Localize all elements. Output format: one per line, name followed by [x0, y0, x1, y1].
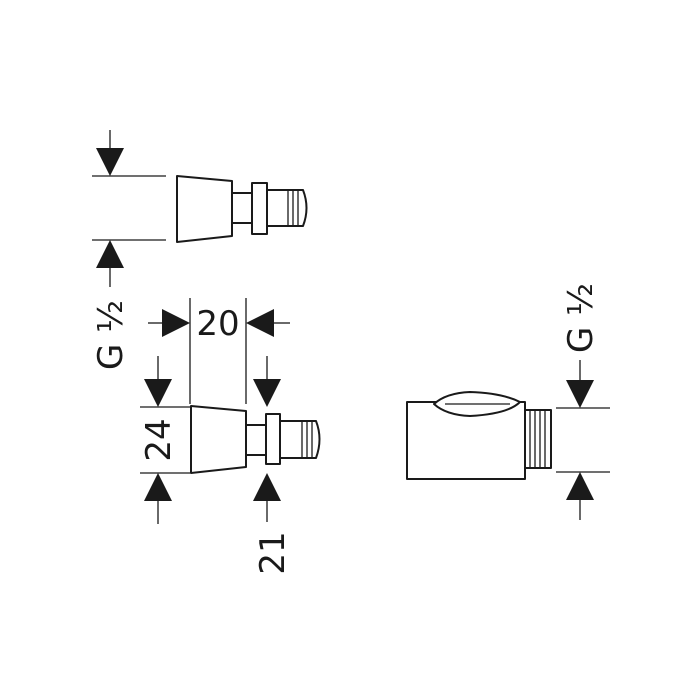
valve-body [406, 391, 552, 480]
width-dimension: 20 [148, 298, 290, 404]
hex-dimension: 21 [253, 356, 293, 575]
height-label: 24 [139, 418, 179, 461]
dimension-arrow [253, 473, 281, 501]
dimension-arrow [144, 379, 172, 407]
dimension-arrow [96, 240, 124, 268]
fitting-neck [245, 424, 267, 456]
fitting-hex-nut [251, 182, 268, 235]
fitting-hex-nut [265, 413, 281, 465]
dimension-arrow [162, 309, 190, 337]
fitting-neck [231, 192, 253, 224]
dimension-arrow [144, 473, 172, 501]
fitting-thread [266, 189, 308, 227]
fitting-thread [279, 420, 321, 459]
dimension-arrow [253, 379, 281, 407]
right-thread-label: G ½ [561, 283, 601, 353]
hex-label: 21 [253, 531, 293, 574]
height-dimension: 24 [139, 356, 190, 524]
top-thread-dimension: G ½ [91, 130, 166, 370]
right-thread-dimension: G ½ [556, 283, 610, 520]
fitting-body [176, 175, 233, 243]
dimension-arrow [566, 380, 594, 408]
valve-thread [524, 409, 552, 469]
dimension-arrow [566, 472, 594, 500]
dimension-arrow [246, 309, 274, 337]
top-fitting [176, 175, 308, 243]
fitting-body [190, 405, 247, 474]
dimension-arrow [96, 148, 124, 176]
top-thread-label: G ½ [91, 300, 131, 370]
bottom-fitting [190, 405, 321, 474]
width-label: 20 [196, 304, 239, 344]
